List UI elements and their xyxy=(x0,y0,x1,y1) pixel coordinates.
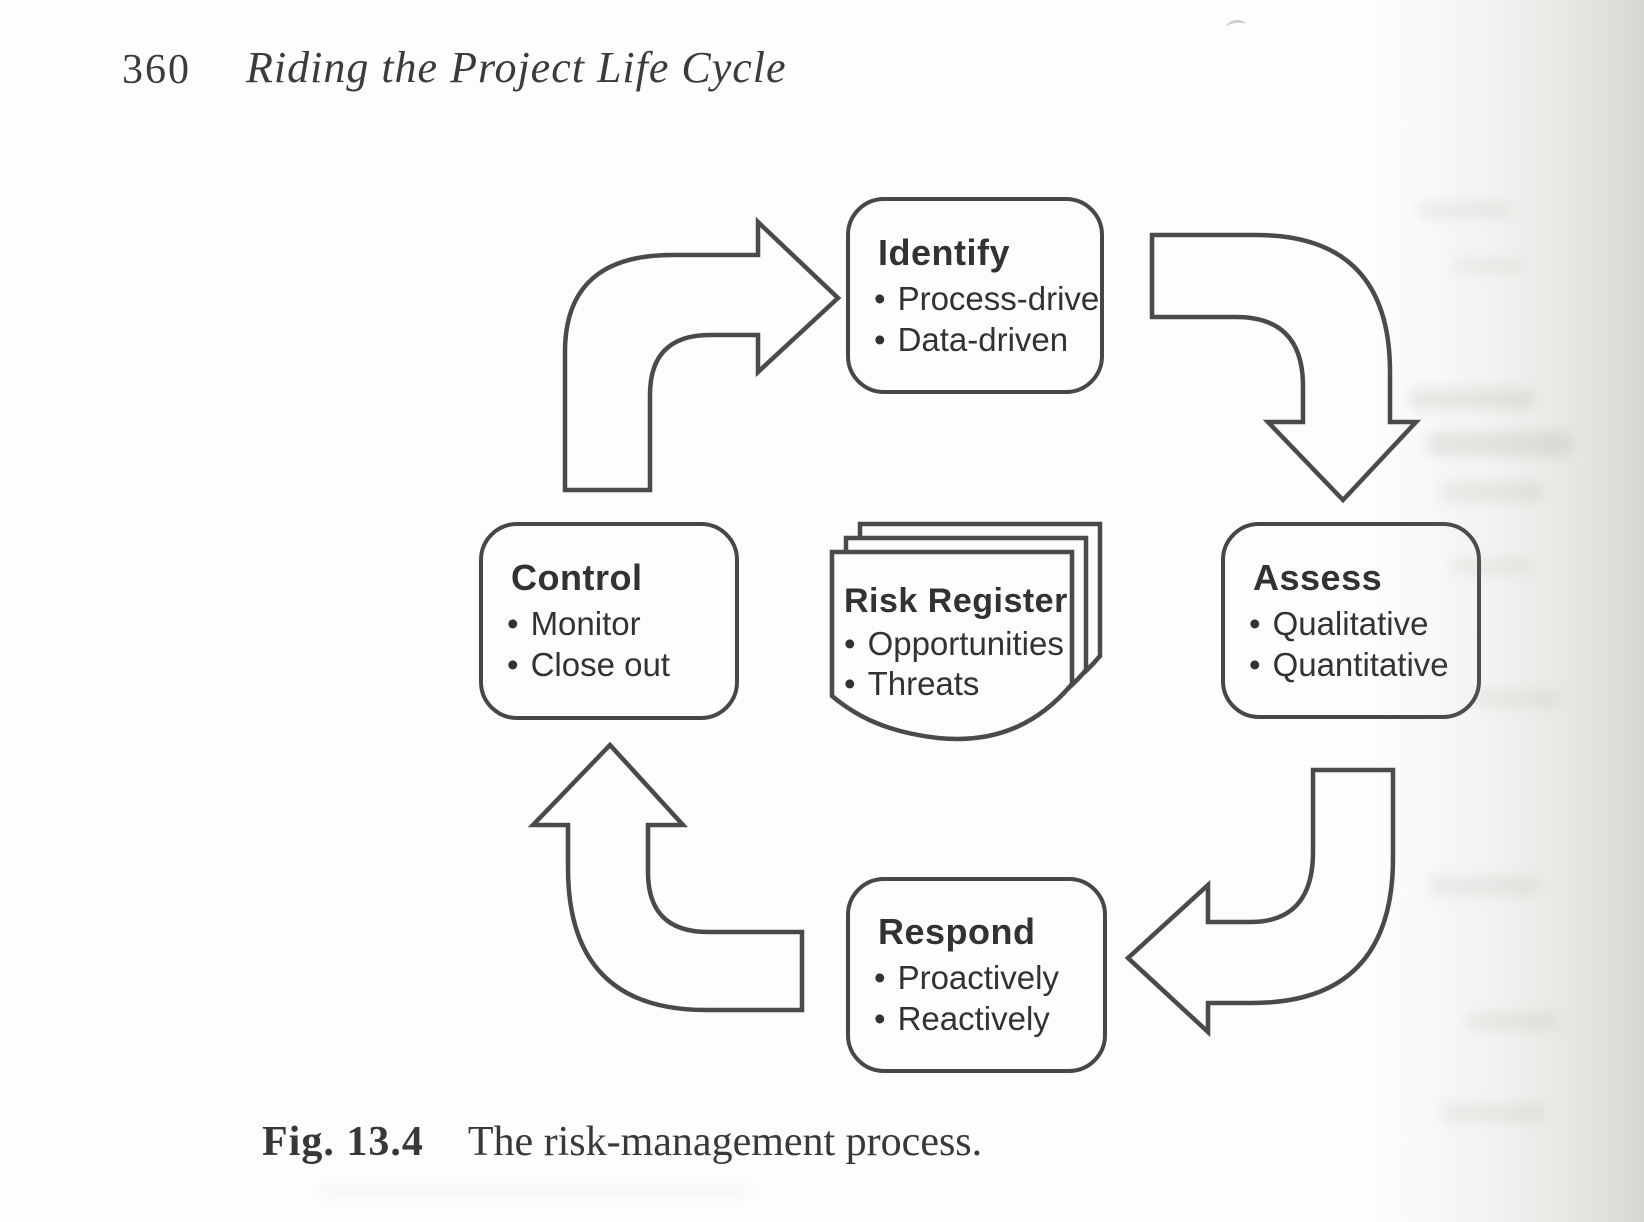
box-bullet: Data-driven xyxy=(874,319,1090,360)
bleedthrough-smudge xyxy=(1442,1104,1546,1122)
box-bullet: Process-drive xyxy=(874,278,1100,319)
bleedthrough-smudge xyxy=(1450,558,1534,574)
bleedthrough-smudge xyxy=(1474,690,1560,708)
figure-label: Fig. 13.4 xyxy=(262,1119,424,1165)
arrow-respond-to-control xyxy=(527,741,805,1013)
figure-caption-text: The risk-management process. xyxy=(467,1119,983,1165)
bleedthrough-smudge xyxy=(1466,1012,1558,1030)
risk-register-label: Risk Register Opportunities Threats xyxy=(844,582,1084,704)
bleedthrough-smudge xyxy=(1408,388,1534,410)
box-title: Respond xyxy=(878,911,1036,952)
bleedthrough-smudge xyxy=(320,1184,750,1196)
box-bullet: Quantitative xyxy=(1249,644,1467,685)
process-box-identify: Identify Process-drive Data-driven xyxy=(846,197,1104,394)
bleedthrough-smudge xyxy=(1418,202,1510,218)
process-box-respond: Respond Proactively Reactively xyxy=(846,877,1107,1073)
arrow-identify-to-assess xyxy=(1149,232,1422,504)
box-bullet: Qualitative xyxy=(1249,603,1467,644)
risk-register-bullet: Opportunities xyxy=(844,624,1084,664)
bleedthrough-smudge xyxy=(1426,432,1572,456)
page-number: 360 xyxy=(122,47,191,93)
arrow-control-to-identify xyxy=(562,216,842,493)
bleedthrough-smudge xyxy=(1440,482,1544,502)
risk-register-bullet: Threats xyxy=(844,664,1084,704)
box-bullet: Monitor xyxy=(507,603,725,644)
box-bullet: Close out xyxy=(507,644,725,685)
box-title: Control xyxy=(511,557,643,598)
bleedthrough-smudge xyxy=(1428,876,1540,896)
arrow-assess-to-respond xyxy=(1124,767,1396,1038)
box-bullet: Reactively xyxy=(874,998,1093,1039)
box-bullet: Proactively xyxy=(874,957,1093,998)
process-box-assess: Assess Qualitative Quantitative xyxy=(1221,522,1481,719)
bleedthrough-smudge xyxy=(1452,258,1522,274)
figure-caption: Fig. 13.4 The risk-management process. xyxy=(262,1118,982,1166)
box-title: Identify xyxy=(878,231,1011,273)
running-header: Riding the Project Life Cycle xyxy=(246,43,787,92)
process-box-control: Control Monitor Close out xyxy=(479,522,739,720)
risk-register-title: Risk Register xyxy=(844,582,1068,620)
box-title: Assess xyxy=(1253,556,1383,598)
